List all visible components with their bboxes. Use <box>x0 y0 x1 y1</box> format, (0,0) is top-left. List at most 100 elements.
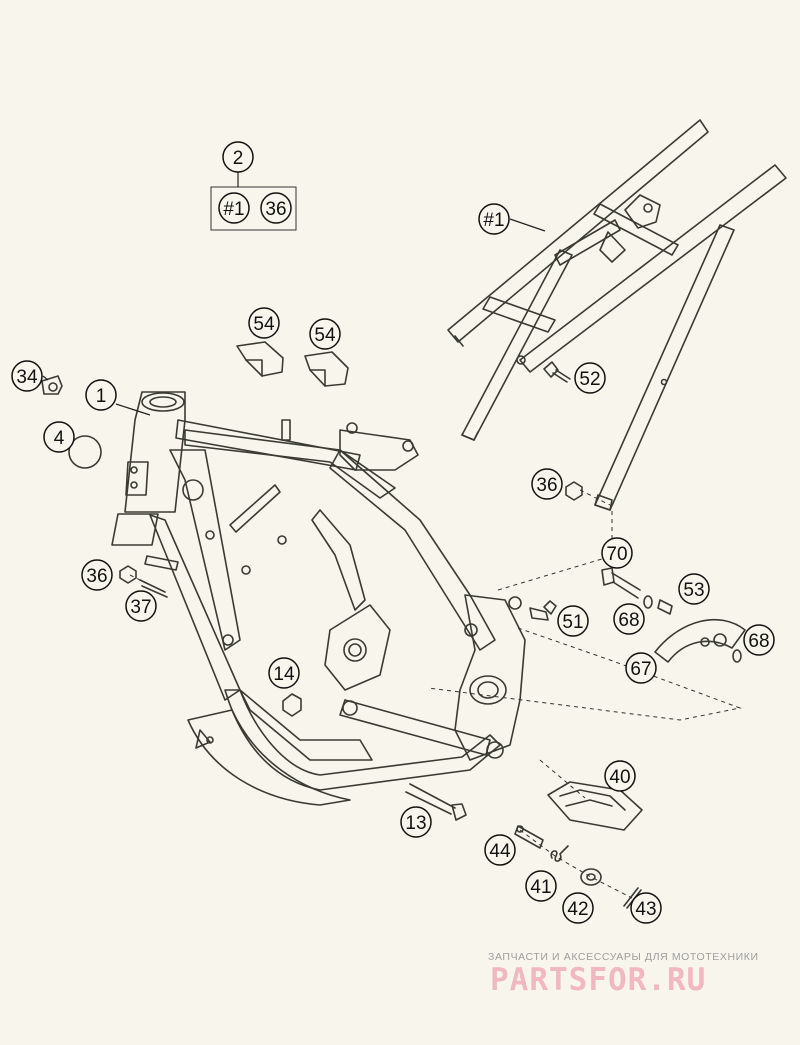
part-14-nut <box>282 693 302 717</box>
callout-c54a: 54 <box>248 307 280 339</box>
callout-circle <box>248 307 280 339</box>
callout-label: 36 <box>265 199 286 220</box>
callout-circle <box>625 652 657 684</box>
callout-circle <box>478 203 510 235</box>
callout-label: 2 <box>233 148 244 169</box>
callout-c53: 53 <box>678 573 710 605</box>
part-51-bolt <box>529 600 557 621</box>
callout-circle <box>604 760 636 792</box>
callout-c36a: 36 <box>260 192 292 224</box>
callout-c37: 37 <box>125 590 157 622</box>
subframe <box>447 119 787 511</box>
part-53-sleeve <box>657 599 673 615</box>
callout-c51: 51 <box>557 605 589 637</box>
callout-c4: 4 <box>43 421 75 453</box>
callout-circle <box>268 657 300 689</box>
main-frame <box>111 391 526 806</box>
callout-c42: 42 <box>562 892 594 924</box>
callout-label: 36 <box>536 475 557 496</box>
callout-label: 13 <box>405 813 426 834</box>
callout-label: 67 <box>630 659 651 680</box>
callout-circle <box>43 421 75 453</box>
callout-label: #1 <box>223 199 244 220</box>
callout-label: 70 <box>606 544 627 565</box>
callout-c36b: 36 <box>531 468 563 500</box>
callout-c1: 1 <box>85 379 117 411</box>
callout-label: 36 <box>86 566 107 587</box>
callout-circle <box>557 605 589 637</box>
part-4-plug <box>68 435 102 469</box>
alignment-lines <box>129 489 742 899</box>
callout-label: 53 <box>683 580 704 601</box>
callout-circle <box>678 573 710 605</box>
callout-label: 52 <box>579 369 600 390</box>
callout-c2: 2 <box>222 141 254 173</box>
callout-circle <box>574 362 606 394</box>
kit-group-2 <box>210 171 297 231</box>
callout-c34: 34 <box>11 360 43 392</box>
callout-circle <box>11 360 43 392</box>
part-37-stud <box>139 579 168 598</box>
callout-circle <box>484 834 516 866</box>
callout-label: #1 <box>483 210 504 231</box>
callout-circle <box>531 468 563 500</box>
callout-label: 34 <box>16 367 38 388</box>
part-40-footpeg <box>547 781 643 831</box>
callout-circle <box>222 141 254 173</box>
callout-label: 1 <box>96 386 107 407</box>
callout-label: 44 <box>489 841 511 862</box>
part-34-clamp <box>41 375 63 395</box>
part-41-spring <box>550 845 569 862</box>
callout-c67: 67 <box>625 652 657 684</box>
callout-label: 41 <box>530 877 551 898</box>
callout-c13: 13 <box>400 806 432 838</box>
part-36-nuts <box>119 481 583 584</box>
callout-label: 43 <box>635 899 656 920</box>
part-44-pin <box>514 825 544 849</box>
part-54-guards <box>236 341 349 387</box>
callout-c44: 44 <box>484 834 516 866</box>
callout-label: 14 <box>273 664 295 685</box>
callout-label: 51 <box>562 612 583 633</box>
callout-label: 68 <box>618 610 639 631</box>
callout-circle <box>743 624 775 656</box>
part-52-bolt <box>543 361 571 383</box>
leader-lines <box>42 218 546 416</box>
callout-circle <box>630 892 662 924</box>
callout-c52: 52 <box>574 362 606 394</box>
callout-label: 40 <box>609 767 630 788</box>
callout-c1b: #1 <box>478 203 510 235</box>
callout-circle <box>218 192 250 224</box>
callout-label: 42 <box>567 899 588 920</box>
callout-circle <box>400 806 432 838</box>
callout-circle <box>81 559 113 591</box>
callout-c14: 14 <box>268 657 300 689</box>
callout-circle <box>562 892 594 924</box>
callout-circle <box>260 192 292 224</box>
callout-c43: 43 <box>630 892 662 924</box>
watermark-logo: PARTSFOR.RU <box>490 962 707 998</box>
callout-circle <box>525 870 557 902</box>
part-68-washers <box>643 595 742 663</box>
part-42-washer <box>580 868 602 886</box>
callout-label: 54 <box>253 314 275 335</box>
callout-circle <box>125 590 157 622</box>
callout-c54b: 54 <box>309 318 341 350</box>
callout-c36c: 36 <box>81 559 113 591</box>
callout-label: 4 <box>54 428 65 449</box>
callout-c41: 41 <box>525 870 557 902</box>
part-13-bolt <box>405 783 467 821</box>
callout-c1a: #1 <box>218 192 250 224</box>
callout-label: 37 <box>130 597 151 618</box>
watermark-caption: ЗАПЧАСТИ И АКСЕССУАРЫ ДЛЯ МОТОТЕХНИКИ <box>488 951 759 963</box>
callout-label: 54 <box>314 325 336 346</box>
callout-c68a: 68 <box>613 603 645 635</box>
callout-label: 68 <box>748 631 769 652</box>
callout-c70: 70 <box>601 537 633 569</box>
part-67-bracket <box>654 618 746 663</box>
callout-c68b: 68 <box>743 624 775 656</box>
callout-circle <box>613 603 645 635</box>
callout-circle <box>601 537 633 569</box>
part-70-bolt <box>601 567 641 599</box>
